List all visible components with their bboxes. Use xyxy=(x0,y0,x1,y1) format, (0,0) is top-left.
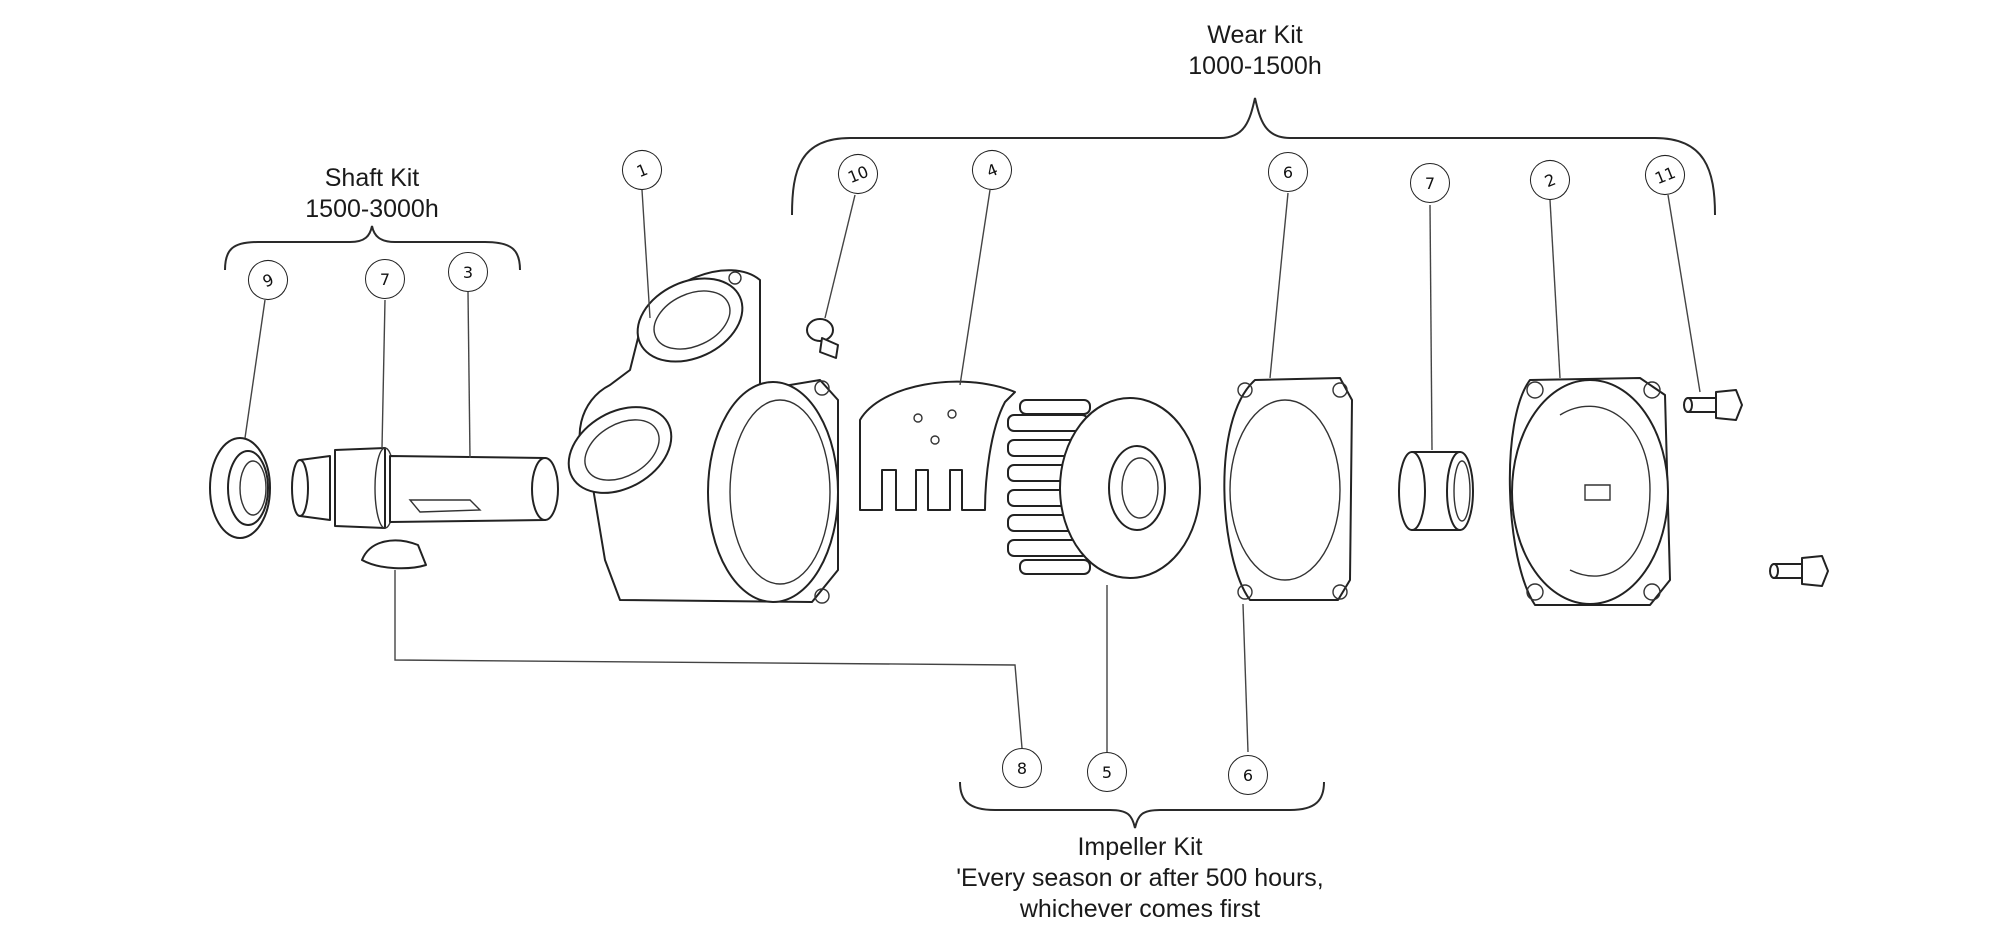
key-part xyxy=(361,539,427,570)
leader-2 xyxy=(1549,199,1561,379)
shaft-kit-interval: 1500-3000h xyxy=(305,195,439,223)
gasket-part xyxy=(1223,377,1353,601)
cover-screw-upper-part xyxy=(1683,389,1743,421)
callout-6-bottom: 6 xyxy=(1228,755,1268,795)
bearing-part xyxy=(1398,451,1474,531)
impeller-kit-note-line2: whichever comes first xyxy=(1019,895,1261,923)
impeller-kit-brace xyxy=(959,781,1325,829)
impeller-kit-name: Impeller Kit xyxy=(1077,833,1203,861)
leader-3 xyxy=(467,291,471,459)
leader-10 xyxy=(824,194,856,319)
leader-8 xyxy=(394,570,1023,749)
wear-kit-name: Wear Kit xyxy=(1207,21,1303,49)
leader-6-bottom xyxy=(1242,603,1249,753)
leader-7-wear xyxy=(1429,204,1433,451)
pump-body-part xyxy=(567,269,839,604)
shaft-kit-brace xyxy=(224,225,521,271)
seal-part xyxy=(209,437,271,539)
impeller-part xyxy=(1007,397,1201,579)
shaft-part xyxy=(291,447,559,529)
callout-5: 5 xyxy=(1087,752,1127,792)
cam-screw-part xyxy=(806,318,839,359)
shaft-kit-title: Shaft Kit 1500-3000h xyxy=(272,163,472,225)
callout-8: 8 xyxy=(1002,748,1042,788)
leader-11 xyxy=(1667,194,1701,393)
callout-3: 3 xyxy=(448,252,488,292)
cover-part xyxy=(1508,377,1671,606)
impeller-kit-title: Impeller Kit 'Every season or after 500 … xyxy=(900,832,1380,925)
leader-6-top xyxy=(1269,192,1289,379)
cover-screw-lower-part xyxy=(1769,555,1829,587)
callout-7-wear: 7 xyxy=(1410,163,1450,203)
wear-kit-title: Wear Kit 1000-1500h xyxy=(1155,20,1355,82)
shaft-kit-name: Shaft Kit xyxy=(324,164,420,192)
cam-part xyxy=(859,380,1016,511)
leader-1 xyxy=(641,189,651,319)
wear-kit-interval: 1000-1500h xyxy=(1188,52,1322,80)
leader-4 xyxy=(959,189,991,386)
leader-7-shaft xyxy=(381,299,386,449)
impeller-kit-note-line1: 'Every season or after 500 hours, xyxy=(956,864,1324,892)
callout-7-shaft: 7 xyxy=(365,259,405,299)
wear-kit-brace xyxy=(791,97,1716,216)
callout-6-top: 6 xyxy=(1268,152,1308,192)
leader-9 xyxy=(244,299,266,439)
